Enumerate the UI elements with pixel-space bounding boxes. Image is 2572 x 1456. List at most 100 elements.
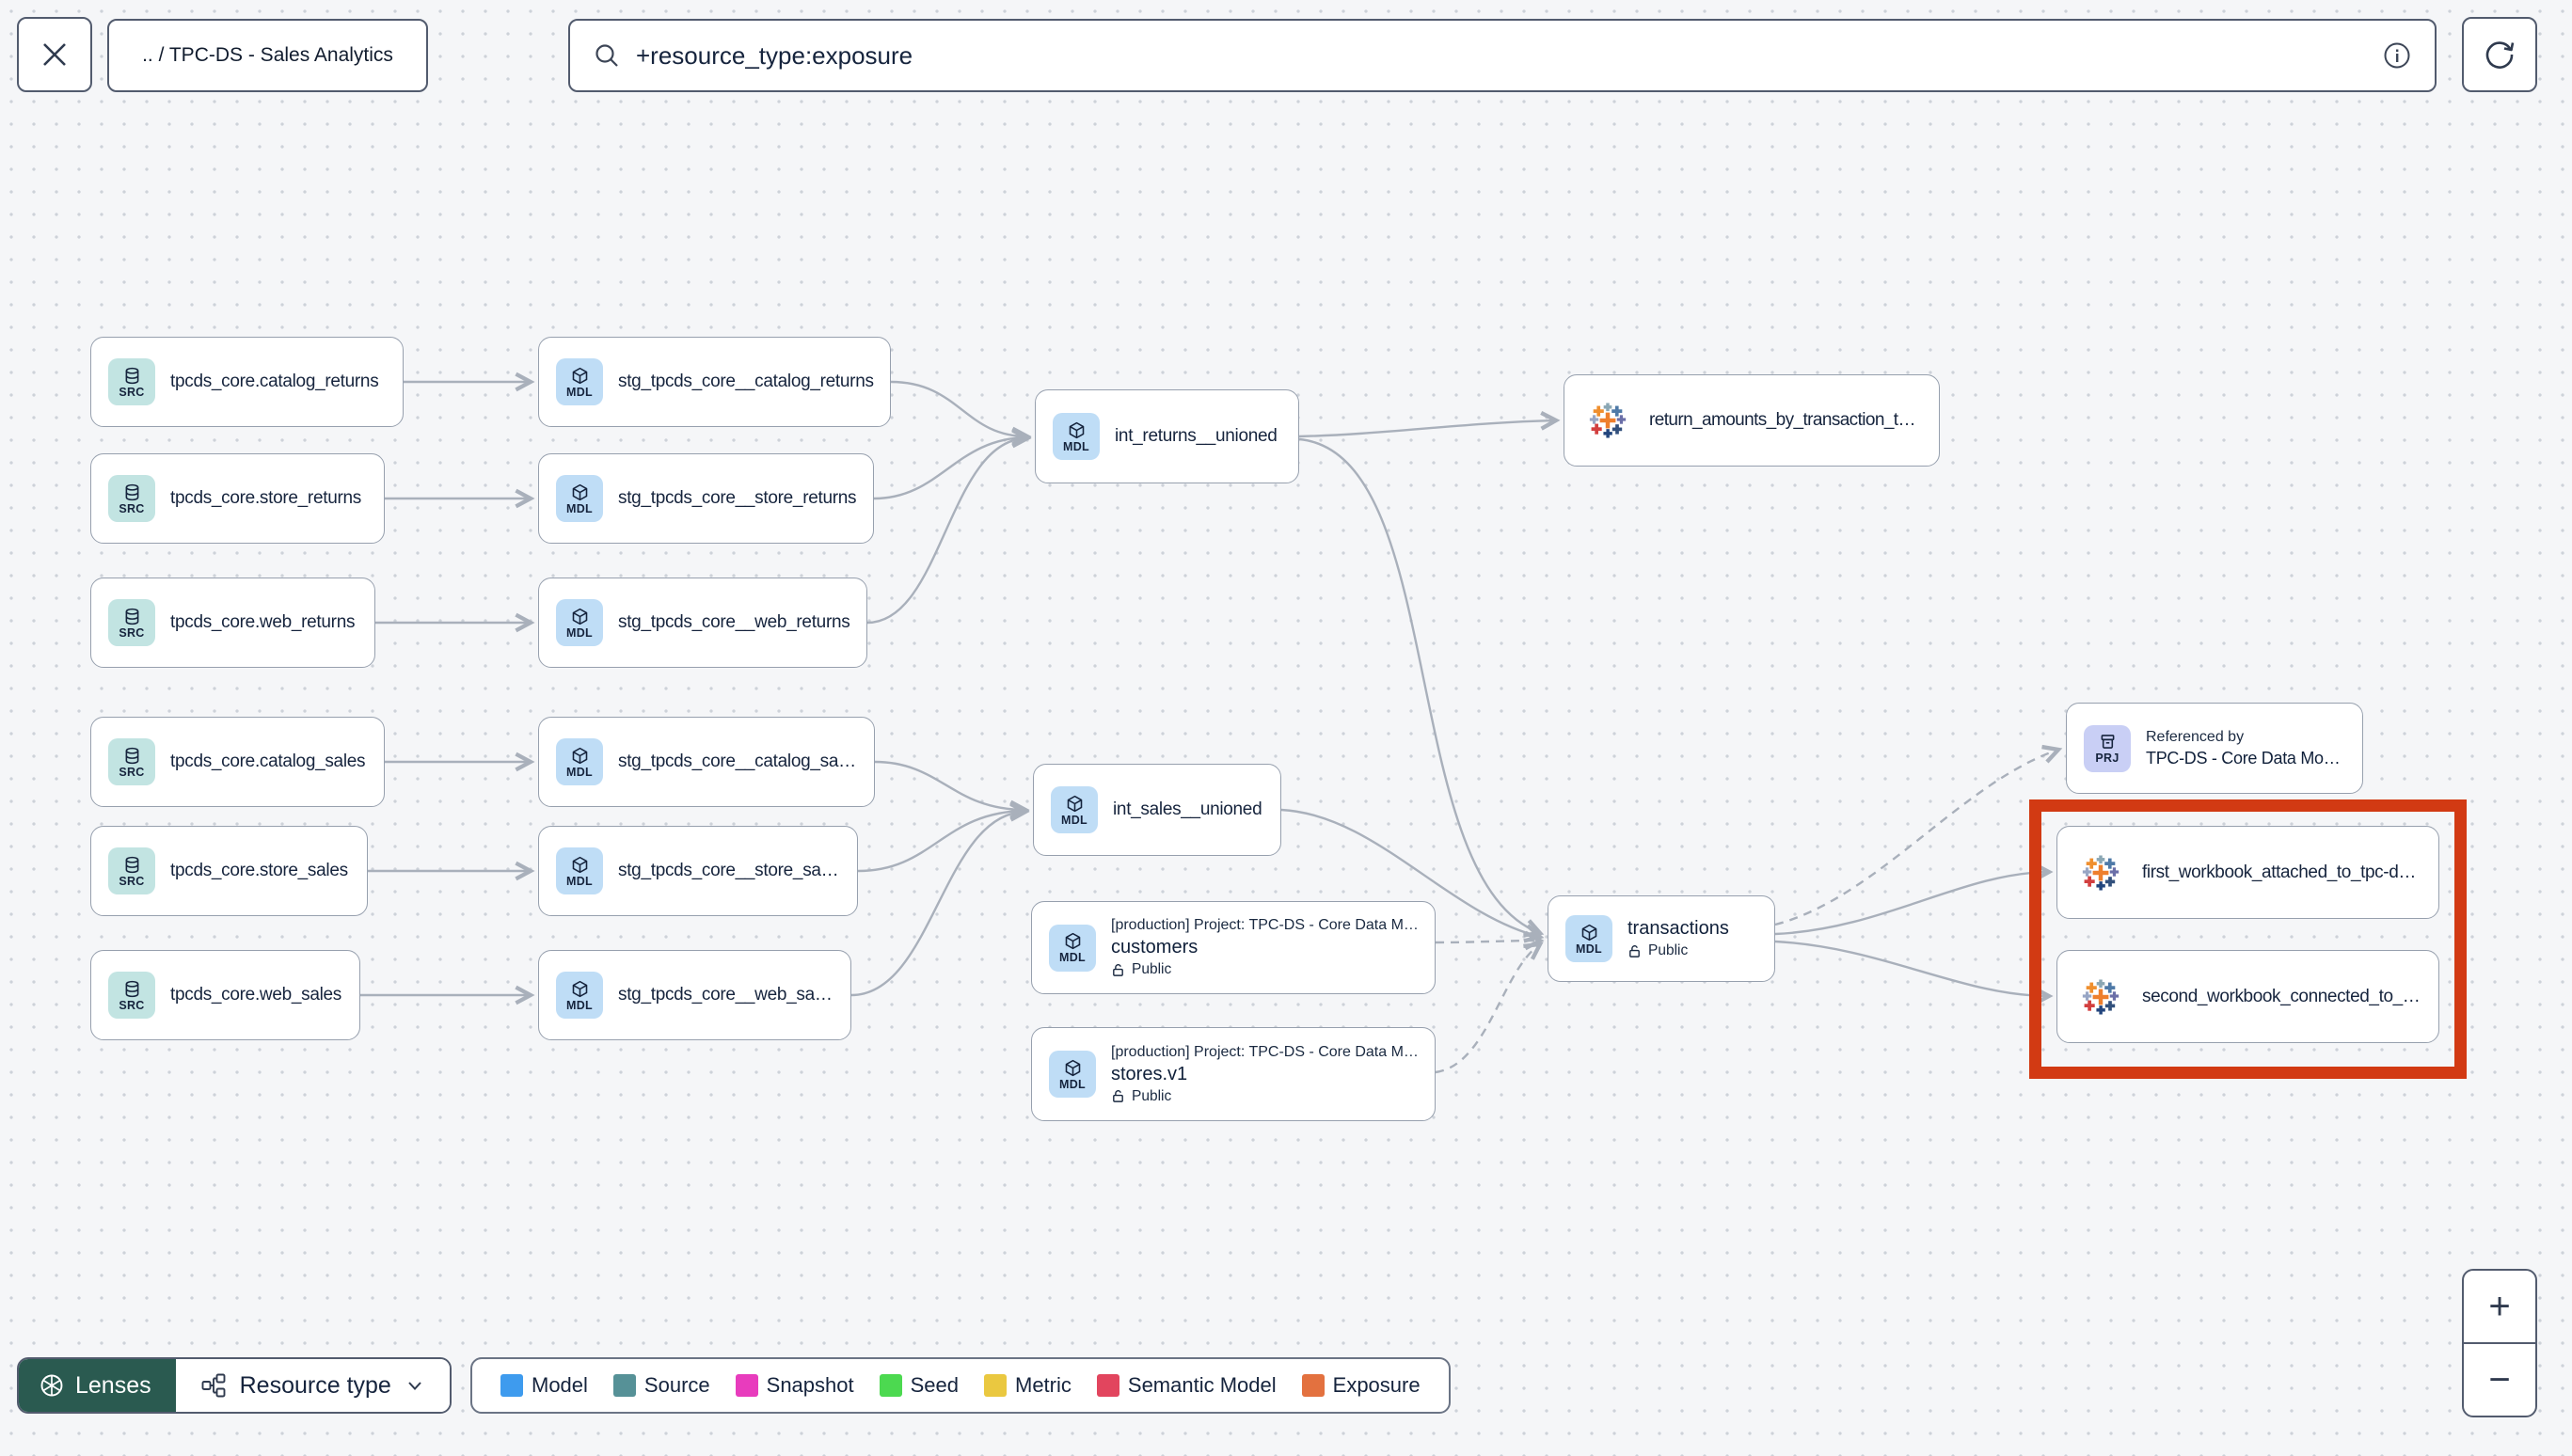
node-project-header: [production] Project: TPC-DS - Core Data…	[1111, 917, 1420, 933]
refresh-button[interactable]	[2462, 17, 2537, 92]
model-badge: MDL	[556, 475, 603, 522]
source-badge: SRC	[108, 599, 155, 646]
legend-swatch	[500, 1374, 523, 1397]
legend-item-model: Model	[500, 1373, 588, 1398]
node-stg-web-sales[interactable]: MDL stg_tpcds_core__web_sales	[538, 950, 851, 1040]
access-row: Public	[1627, 942, 1759, 959]
chevron-down-icon	[408, 1382, 421, 1390]
node-exposure-return-amounts[interactable]: return_amounts_by_transaction_type	[1564, 374, 1940, 467]
source-badge: SRC	[108, 972, 155, 1019]
node-label: second_workbook_connected_to_live…	[2142, 986, 2423, 1006]
node-label: stg_tpcds_core__catalog_sales	[618, 752, 859, 771]
legend-item-metric: Metric	[984, 1373, 1072, 1398]
source-badge: SRC	[108, 847, 155, 894]
node-label: first_workbook_attached_to_tpc-ds_-_…	[2142, 862, 2423, 882]
legend-item-semantic-model: Semantic Model	[1096, 1373, 1277, 1398]
resource-type-label: Resource type	[239, 1371, 391, 1399]
breadcrumb[interactable]: .. / TPC-DS - Sales Analytics	[107, 19, 428, 92]
node-label: stg_tpcds_core__web_returns	[618, 612, 850, 632]
node-exposure-first-workbook[interactable]: first_workbook_attached_to_tpc-ds_-_…	[2056, 826, 2439, 919]
search-input[interactable]: +resource_type:exposure	[636, 40, 913, 70]
node-int-sales-unioned[interactable]: MDL int_sales__unioned	[1033, 764, 1281, 856]
lenses-icon	[40, 1374, 63, 1397]
node-customers[interactable]: MDL [production] Project: TPC-DS - Core …	[1031, 901, 1436, 994]
model-badge: MDL	[556, 358, 603, 405]
node-stores-v1[interactable]: MDL [production] Project: TPC-DS - Core …	[1031, 1027, 1436, 1121]
resource-type-legend: Model Source Snapshot Seed Metric Semant…	[470, 1357, 1451, 1414]
node-title: TPC-DS - Core Data Models	[2146, 748, 2347, 768]
node-stg-store-returns[interactable]: MDL stg_tpcds_core__store_returns	[538, 453, 874, 544]
view-controls: Lenses Resource type	[17, 1357, 452, 1414]
project-badge: PRJ	[2084, 724, 2131, 772]
node-label: tpcds_core.web_returns	[170, 612, 356, 632]
lenses-label: Lenses	[75, 1371, 151, 1399]
legend-swatch	[1096, 1374, 1119, 1397]
tableau-icon	[2074, 847, 2127, 899]
resource-type-button[interactable]: Resource type	[175, 1359, 450, 1412]
node-referenced-by-project[interactable]: PRJ Referenced by TPC-DS - Core Data Mod…	[2066, 703, 2363, 794]
node-exposure-second-workbook[interactable]: second_workbook_connected_to_live…	[2056, 950, 2439, 1043]
search-bar[interactable]: +resource_type:exposure	[568, 19, 2437, 92]
node-source-catalog-returns[interactable]: SRC tpcds_core.catalog_returns	[90, 337, 404, 427]
node-label: tpcds_core.web_sales	[170, 985, 341, 1005]
node-label: int_returns__unioned	[1115, 426, 1278, 446]
tableau-icon	[2074, 971, 2127, 1023]
zoom-controls: + −	[2462, 1269, 2537, 1417]
node-stg-catalog-sales[interactable]: MDL stg_tpcds_core__catalog_sales	[538, 717, 875, 807]
node-source-web-returns[interactable]: SRC tpcds_core.web_returns	[90, 578, 375, 668]
node-int-returns-unioned[interactable]: MDL int_returns__unioned	[1035, 389, 1299, 483]
legend-item-snapshot: Snapshot	[735, 1373, 854, 1398]
model-badge: MDL	[1051, 786, 1098, 833]
node-label: tpcds_core.store_sales	[170, 861, 348, 880]
referenced-by-label: Referenced by	[2146, 728, 2245, 745]
access-row: Public	[1111, 961, 1420, 978]
model-badge: MDL	[1049, 924, 1096, 972]
source-badge: SRC	[108, 475, 155, 522]
node-title: stores.v1	[1111, 1063, 1188, 1084]
node-transactions[interactable]: MDL transactions Public	[1548, 895, 1775, 982]
model-badge: MDL	[556, 972, 603, 1019]
node-source-web-sales[interactable]: SRC tpcds_core.web_sales	[90, 950, 360, 1040]
node-label: stg_tpcds_core__catalog_returns	[618, 372, 874, 391]
close-button[interactable]	[17, 17, 92, 92]
lenses-button[interactable]: Lenses	[19, 1359, 176, 1412]
model-badge: MDL	[556, 738, 603, 785]
model-badge: MDL	[1565, 915, 1612, 962]
info-icon[interactable]	[2382, 40, 2412, 71]
search-icon	[595, 44, 618, 67]
lock-open-icon	[1111, 963, 1125, 977]
zoom-out-button[interactable]: −	[2464, 1344, 2535, 1416]
node-source-store-sales[interactable]: SRC tpcds_core.store_sales	[90, 826, 368, 916]
model-badge: MDL	[556, 599, 603, 646]
resource-type-icon	[201, 1373, 226, 1398]
node-label: stg_tpcds_core__store_returns	[618, 488, 857, 508]
zoom-in-button[interactable]: +	[2464, 1271, 2535, 1342]
node-label: return_amounts_by_transaction_type	[1649, 410, 1924, 430]
node-title: transactions	[1627, 918, 1729, 939]
tableau-icon	[1581, 394, 1634, 447]
model-badge: MDL	[556, 847, 603, 894]
node-source-store-returns[interactable]: SRC tpcds_core.store_returns	[90, 453, 385, 544]
refresh-icon	[2485, 41, 2515, 69]
node-stg-catalog-returns[interactable]: MDL stg_tpcds_core__catalog_returns	[538, 337, 891, 427]
legend-swatch	[612, 1374, 636, 1397]
zoom-divider	[2464, 1342, 2535, 1344]
lock-open-icon	[1111, 1089, 1125, 1103]
node-label: stg_tpcds_core__store_sales	[618, 861, 842, 880]
breadcrumb-label: .. / TPC-DS - Sales Analytics	[142, 44, 393, 66]
node-stg-store-sales[interactable]: MDL stg_tpcds_core__store_sales	[538, 826, 858, 916]
lock-open-icon	[1627, 944, 1642, 958]
node-project-header: [production] Project: TPC-DS - Core Data…	[1111, 1043, 1420, 1060]
node-stg-web-returns[interactable]: MDL stg_tpcds_core__web_returns	[538, 578, 867, 668]
legend-swatch	[1301, 1374, 1325, 1397]
legend-item-exposure: Exposure	[1301, 1373, 1421, 1398]
node-label: stg_tpcds_core__web_sales	[618, 985, 835, 1005]
node-source-catalog-sales[interactable]: SRC tpcds_core.catalog_sales	[90, 717, 385, 807]
node-label: tpcds_core.catalog_sales	[170, 752, 366, 771]
access-row: Public	[1111, 1088, 1420, 1105]
legend-item-seed: Seed	[879, 1373, 959, 1398]
node-label: tpcds_core.store_returns	[170, 488, 361, 508]
close-icon	[43, 43, 66, 66]
